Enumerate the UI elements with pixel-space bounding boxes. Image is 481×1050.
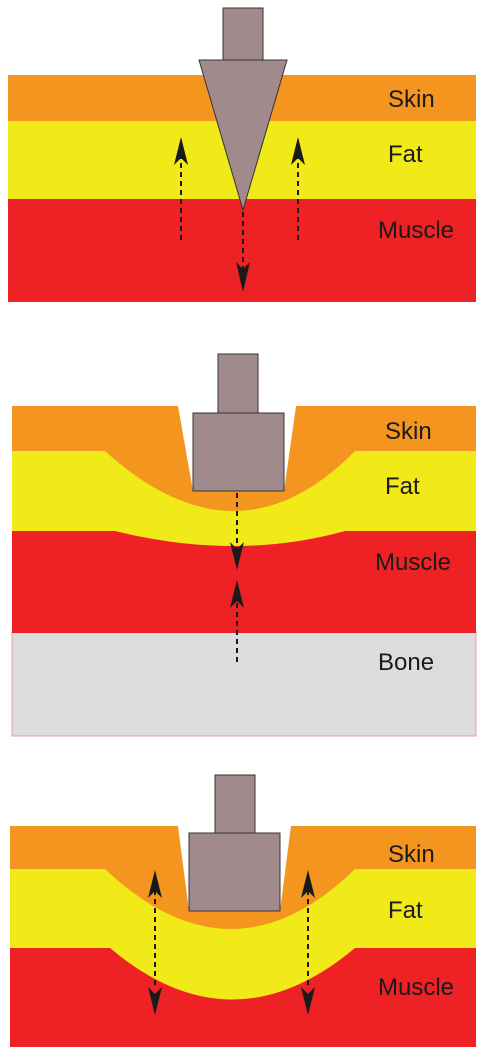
- probe-shaft: [215, 775, 255, 835]
- label-bone: Bone: [378, 649, 434, 676]
- label-skin: Skin: [388, 841, 435, 868]
- label-fat: Fat: [388, 897, 423, 924]
- probe-block: [189, 833, 280, 911]
- panel-compression-soft: Skin Fat Muscle: [10, 775, 476, 1047]
- probe-shaft: [223, 8, 263, 61]
- bone-layer: [12, 632, 476, 736]
- label-fat: Fat: [388, 141, 423, 168]
- probe-shaft: [218, 354, 258, 414]
- label-skin: Skin: [388, 86, 435, 113]
- panel-penetration: Skin Fat Muscle: [8, 8, 476, 302]
- label-muscle: Muscle: [378, 217, 454, 244]
- label-skin: Skin: [385, 418, 432, 445]
- label-fat: Fat: [385, 473, 420, 500]
- label-muscle: Muscle: [378, 974, 454, 1001]
- label-muscle: Muscle: [375, 549, 451, 576]
- panel-compression-bone: Skin Fat Muscle Bone: [12, 354, 476, 736]
- probe-block: [193, 413, 284, 491]
